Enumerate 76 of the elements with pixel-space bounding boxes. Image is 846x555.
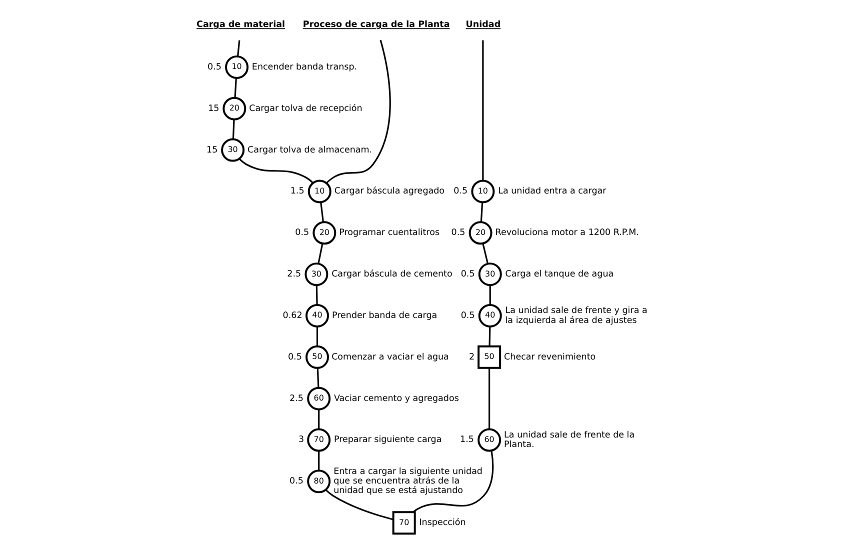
- connector: [318, 409, 320, 430]
- connector: [316, 285, 318, 305]
- node-box: 50: [478, 345, 502, 369]
- node-label: 1.5: [290, 186, 304, 197]
- node-label: Prender banda de carga: [332, 310, 438, 321]
- node-label: Cargar tolva de almacenam.: [248, 145, 372, 156]
- node-label: Inspección: [419, 518, 466, 528]
- connector: [489, 285, 491, 305]
- node-label: 15: [208, 104, 220, 114]
- connector: [326, 40, 391, 184]
- node-label: 0.62: [282, 310, 302, 321]
- node-label: Checar revenimiento: [504, 352, 596, 362]
- node-circle: 10: [471, 180, 495, 204]
- node-circle: 60: [307, 386, 331, 410]
- node-label: Comenzar a vaciar el agua: [332, 352, 449, 362]
- node-circle: 60: [478, 428, 502, 452]
- connector: [318, 450, 320, 470]
- node-label: Vaciar cemento y agregados: [334, 394, 459, 404]
- node-label: 0.5: [208, 62, 222, 72]
- node-label: 2.5: [287, 270, 302, 280]
- node-label: 15: [206, 145, 218, 156]
- node-label: 2: [469, 352, 475, 362]
- node-label: La unidad entra a cargar: [498, 186, 606, 197]
- node-circle: 40: [306, 304, 329, 328]
- node-label: Entra a cargar la siguiente unidad que se encuentra atrás de la unidad que se está ajustando: [334, 467, 482, 496]
- connector: [238, 158, 314, 184]
- node-circle: 80: [307, 470, 331, 494]
- node-circle: 40: [478, 304, 502, 328]
- connector: [488, 326, 491, 346]
- node-label: Cargar báscula de cemento: [332, 270, 452, 280]
- node-circle: 20: [222, 96, 246, 120]
- connector: [412, 450, 494, 513]
- node-circle: 10: [225, 55, 249, 79]
- node-circle: 20: [312, 221, 336, 245]
- connector: [237, 40, 240, 57]
- connector: [488, 368, 490, 430]
- connector: [316, 326, 318, 346]
- connector: [482, 40, 484, 181]
- connector: [316, 368, 320, 388]
- node-label: 2.5: [290, 394, 304, 404]
- node-label: Revoluciona motor a 1200 R.P.M.: [495, 228, 639, 238]
- node-label: 0.5: [451, 228, 466, 238]
- node-circle: 20: [468, 221, 492, 245]
- node-label: Cargar báscula agregado: [334, 186, 445, 197]
- connector: [320, 202, 324, 222]
- node-text: Carga de material: [196, 20, 286, 30]
- node-circle: 50: [306, 345, 329, 369]
- node-label: 3: [298, 435, 304, 446]
- connector: [234, 78, 237, 98]
- connector: [318, 243, 324, 264]
- node-label: 0.5: [290, 476, 304, 487]
- node-label: Cargar tolva de recepción: [249, 104, 362, 114]
- node-label: La unidad sale de frente y gira a la izquierda al área de ajustes: [505, 306, 648, 326]
- node-circle: 30: [478, 262, 502, 286]
- node-circle: 70: [307, 428, 331, 452]
- node-label: 1.5: [460, 435, 474, 446]
- node-circle: 10: [308, 180, 332, 204]
- node-label: 0.5: [460, 310, 475, 321]
- node-circle: 30: [304, 262, 328, 286]
- node-label: 0.5: [295, 228, 310, 238]
- node-label: Carga el tanque de agua: [505, 270, 614, 280]
- node-text: Proceso de carga de la Planta: [302, 20, 450, 30]
- node-label: 0.5: [460, 270, 475, 280]
- node-label: Encender banda transp.: [252, 62, 358, 72]
- node-label: La unidad sale de frente de la Planta.: [504, 430, 635, 450]
- node-circle: 30: [221, 138, 245, 162]
- connector: [232, 119, 235, 140]
- connector: [325, 489, 394, 520]
- node-label: 0.5: [288, 352, 302, 362]
- connector: [480, 202, 484, 222]
- node-box: 70: [392, 511, 416, 535]
- connector: [482, 243, 489, 264]
- node-label: Programar cuentalitros: [339, 228, 440, 238]
- node-text: Unidad: [466, 20, 501, 30]
- node-label: Preparar siguiente carga: [334, 435, 442, 446]
- node-label: 0.5: [454, 186, 468, 197]
